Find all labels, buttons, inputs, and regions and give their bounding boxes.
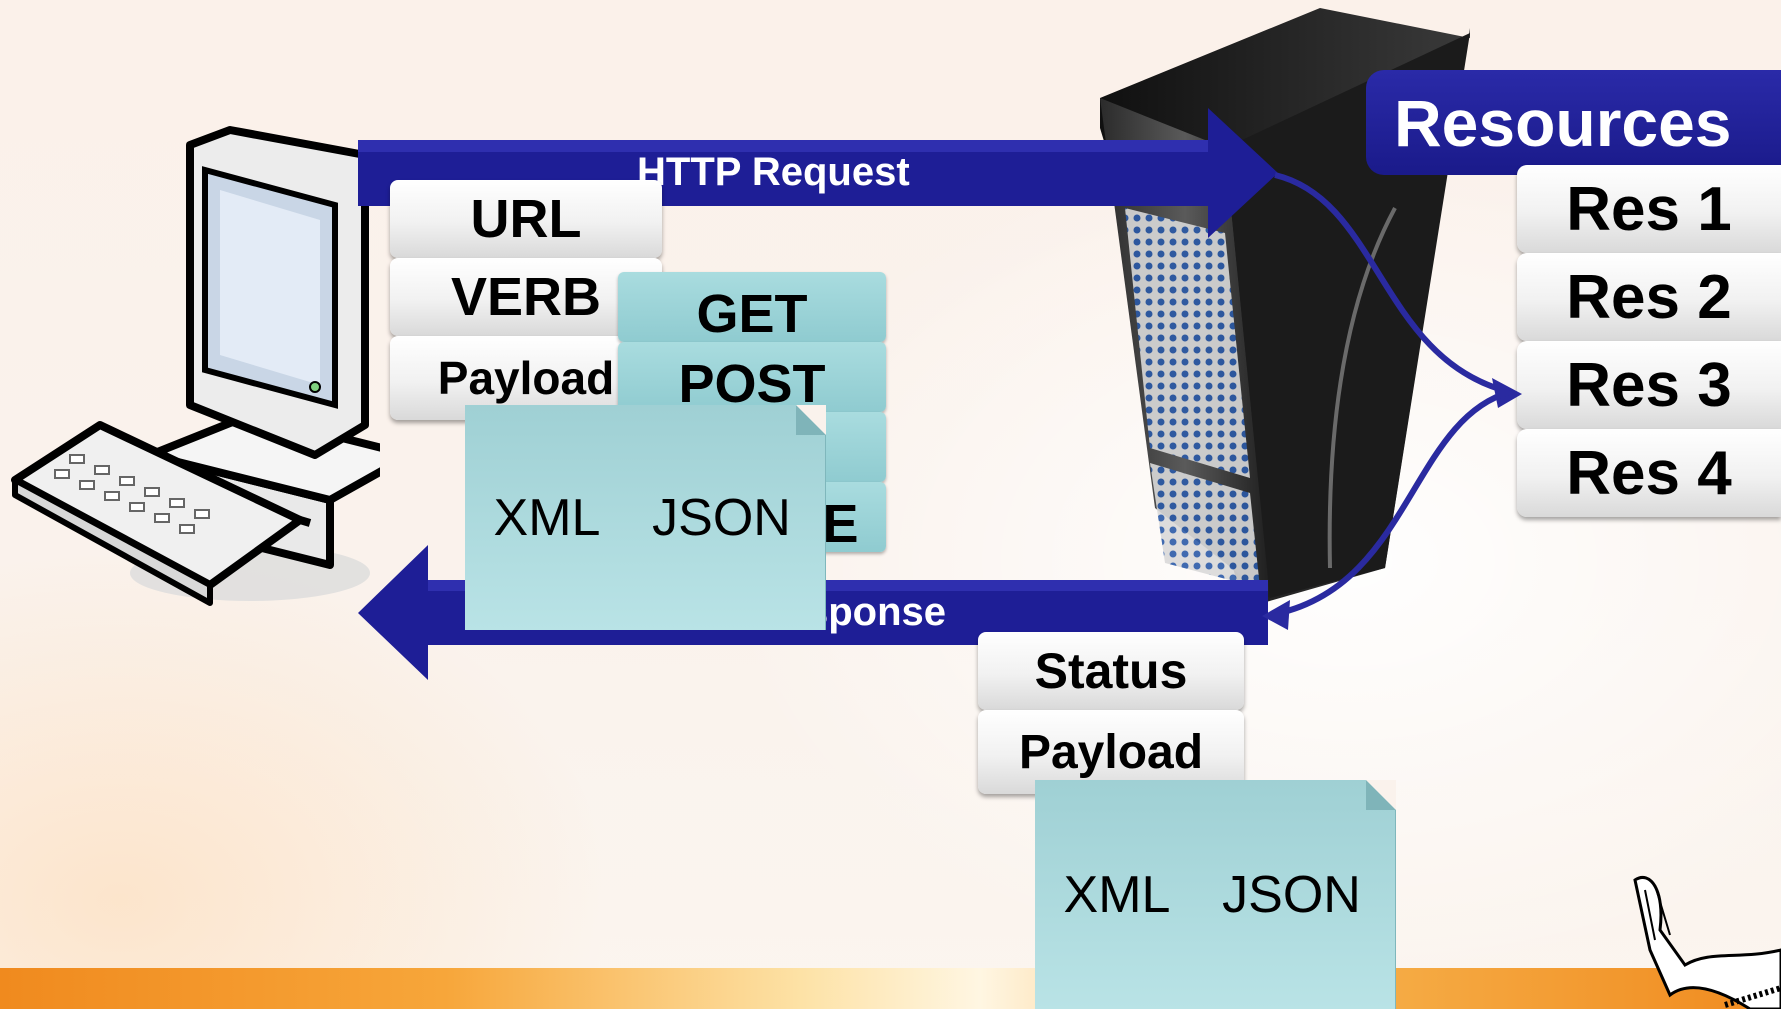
request-doc-json: JSON xyxy=(628,405,826,630)
response-doc-xml: XML xyxy=(1035,780,1200,1009)
request-field-url: URL xyxy=(390,180,662,258)
verb-get: GET xyxy=(618,272,886,344)
verb-post: POST xyxy=(618,342,886,414)
response-field-status: Status xyxy=(978,632,1244,710)
resources-header: Resources xyxy=(1366,70,1781,175)
response-doc-fold-icon xyxy=(1366,780,1396,810)
resource-item-4: Res 4 xyxy=(1517,429,1781,517)
request-doc-xml: XML xyxy=(465,405,630,630)
resource-item-1: Res 1 xyxy=(1517,165,1781,253)
client-computer-icon xyxy=(11,126,380,606)
http-request-label: HTTP Request xyxy=(637,150,910,194)
request-doc-fold-icon xyxy=(796,405,826,435)
bottom-band xyxy=(0,968,1781,1009)
resource-item-2: Res 2 xyxy=(1517,253,1781,341)
response-doc-json: JSON xyxy=(1198,780,1396,1009)
routing-curves xyxy=(1262,172,1522,630)
shoe-sketch-icon xyxy=(1633,876,1781,1009)
resource-item-3: Res 3 xyxy=(1517,341,1781,429)
request-field-verb: VERB xyxy=(390,258,662,336)
